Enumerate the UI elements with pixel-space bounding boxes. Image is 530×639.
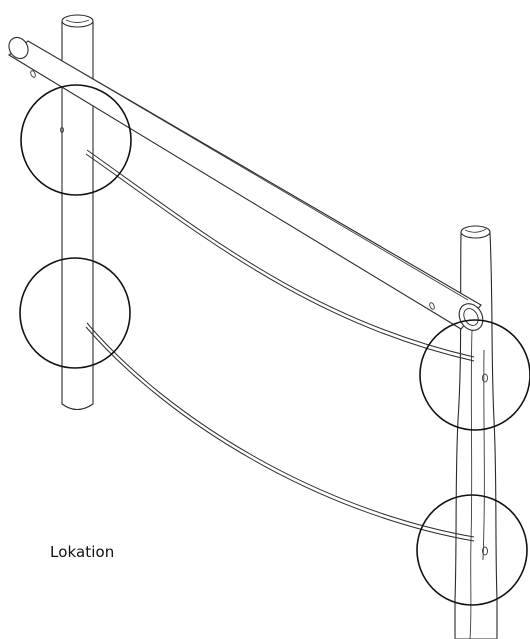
top-rail [8, 36, 484, 331]
highlight-circle [19, 257, 131, 369]
highlight-circle [419, 319, 530, 431]
right-post [454, 225, 498, 639]
caption-label: Lokation [50, 543, 115, 561]
lower-wire [85, 322, 475, 542]
highlight-circle [416, 494, 528, 606]
left-post [61, 14, 94, 411]
attachment-holes [60, 127, 488, 556]
upper-wire [85, 149, 475, 362]
highlight-circle [20, 84, 132, 196]
